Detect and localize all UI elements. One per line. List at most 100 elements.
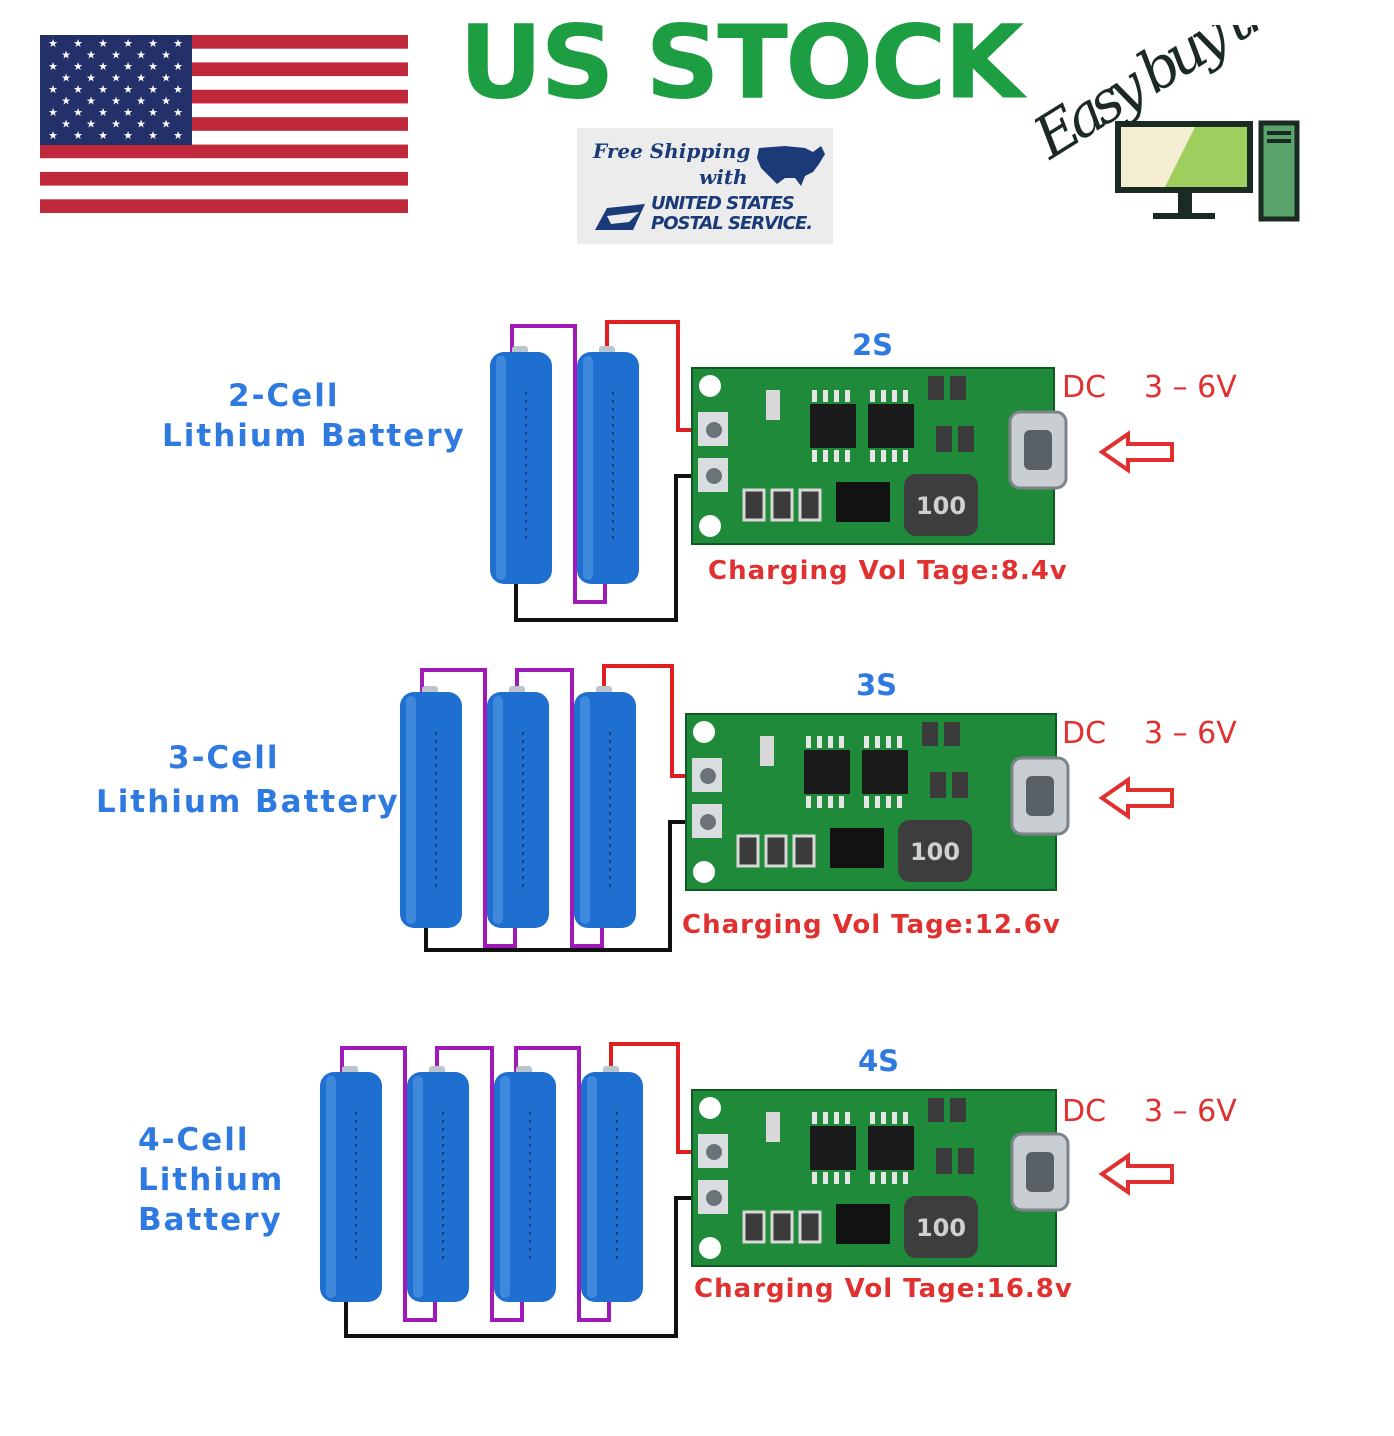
svg-text:★: ★ (148, 60, 158, 73)
inductor (904, 474, 978, 536)
inductor-marking: 100 (916, 1214, 966, 1242)
svg-text:★: ★ (136, 72, 146, 85)
negative-wire (424, 820, 708, 952)
usps-name-line2: POSTAL SERVICE. (651, 213, 813, 234)
ic-pin (839, 796, 844, 808)
ic-pin (864, 736, 869, 748)
svg-text:★: ★ (98, 60, 108, 73)
svg-text:★: ★ (111, 49, 121, 62)
smd-component (766, 390, 780, 420)
series-link-wire (435, 1046, 524, 1322)
svg-text:★: ★ (148, 129, 158, 142)
smd-component (936, 1148, 952, 1174)
dc-label-4s: DC (1062, 1094, 1107, 1129)
ic-chip (868, 1126, 914, 1170)
svg-text:★: ★ (136, 118, 146, 131)
ic-pin (870, 1172, 875, 1184)
ic-pin (812, 390, 817, 402)
ic-pin (823, 450, 828, 462)
series-link-wire (515, 668, 604, 948)
ic-chip (810, 1126, 856, 1170)
smd-component (928, 376, 944, 400)
ic-pin (823, 1172, 828, 1184)
smd-component (798, 488, 822, 522)
svg-text:★: ★ (111, 72, 121, 85)
ic-pin (892, 1172, 897, 1184)
ic-pin (812, 1172, 817, 1184)
smd-component (936, 426, 952, 452)
svg-text:★: ★ (123, 106, 133, 119)
svg-text:★: ★ (86, 118, 96, 131)
svg-text:★: ★ (61, 95, 71, 108)
config-2s-label: 2S (852, 328, 894, 362)
svg-text:★: ★ (148, 83, 158, 96)
svg-text:★: ★ (173, 60, 183, 73)
svg-text:★: ★ (73, 60, 83, 73)
mounting-hole (693, 861, 715, 883)
mounting-hole (699, 375, 721, 397)
battery-highlight (406, 696, 416, 924)
inductor-marking: 100 (910, 838, 960, 866)
svg-text:★: ★ (161, 95, 171, 108)
ic-pin (834, 390, 839, 402)
us-flag-icon: ★★★★★★★★★★★★★★★★★★★★★★★★★★★★★★★★★★★★★★★★… (40, 35, 408, 213)
smd-component (770, 488, 794, 522)
ic-pin (903, 450, 908, 462)
ic-pin (892, 450, 897, 462)
svg-text:★: ★ (98, 37, 108, 50)
usps-free-shipping-badge: Free Shipping with UNITED STATES POSTAL … (577, 128, 833, 244)
ic-pin (812, 450, 817, 462)
ic-pin (845, 390, 850, 402)
ic-chip (804, 750, 850, 794)
battery-cell (581, 1066, 643, 1302)
ic-pin (886, 736, 891, 748)
ic-pin (897, 736, 902, 748)
usb-c-opening (1026, 1152, 1054, 1192)
positive-wire (609, 1042, 714, 1154)
ic-pin (903, 1172, 908, 1184)
svg-text:★: ★ (73, 129, 83, 142)
battery-cell (320, 1066, 382, 1302)
ic-pin (881, 1172, 886, 1184)
svg-text:★: ★ (48, 83, 58, 96)
battery-cell (487, 686, 549, 928)
svg-text:★: ★ (123, 83, 133, 96)
ic-pin (903, 1112, 908, 1124)
diode (836, 482, 890, 522)
ic-pin (834, 450, 839, 462)
ic-pin (828, 736, 833, 748)
input-arrow-icon (1098, 1152, 1174, 1196)
smd-component (760, 736, 774, 766)
battery-highlight (326, 1076, 336, 1298)
charging-voltage-4s: Charging Vol Tage:16.8v (694, 1274, 1073, 1304)
smd-component (950, 1098, 966, 1122)
ic-pin (839, 736, 844, 748)
label-2cell-line2: Lithium Battery (162, 418, 466, 454)
positive-wire (602, 664, 708, 778)
us-map-icon (757, 146, 825, 186)
battery-cell (490, 346, 552, 584)
config-3s-label: 3S (856, 668, 898, 702)
battery-highlight (500, 1076, 510, 1298)
series-link-wire (340, 1046, 437, 1322)
smd-component (928, 1098, 944, 1122)
mounting-hole (699, 1097, 721, 1119)
svg-text:★: ★ (161, 118, 171, 131)
series-link-wire (420, 668, 517, 948)
series-link-wire (514, 1046, 611, 1322)
inductor (904, 1196, 978, 1258)
svg-text:★: ★ (173, 129, 183, 142)
ic-pin (892, 390, 897, 402)
ic-pin (834, 1172, 839, 1184)
smd-component (770, 1210, 794, 1244)
ic-chip (810, 404, 856, 448)
svg-text:★: ★ (98, 129, 108, 142)
battery-plus-hole (700, 768, 716, 784)
inductor-marking: 100 (916, 492, 966, 520)
svg-text:★: ★ (111, 95, 121, 108)
ic-pin (864, 796, 869, 808)
mounting-hole (699, 1237, 721, 1259)
smd-component (930, 772, 946, 798)
ic-pin (903, 390, 908, 402)
battery-plus-hole (706, 1144, 722, 1160)
